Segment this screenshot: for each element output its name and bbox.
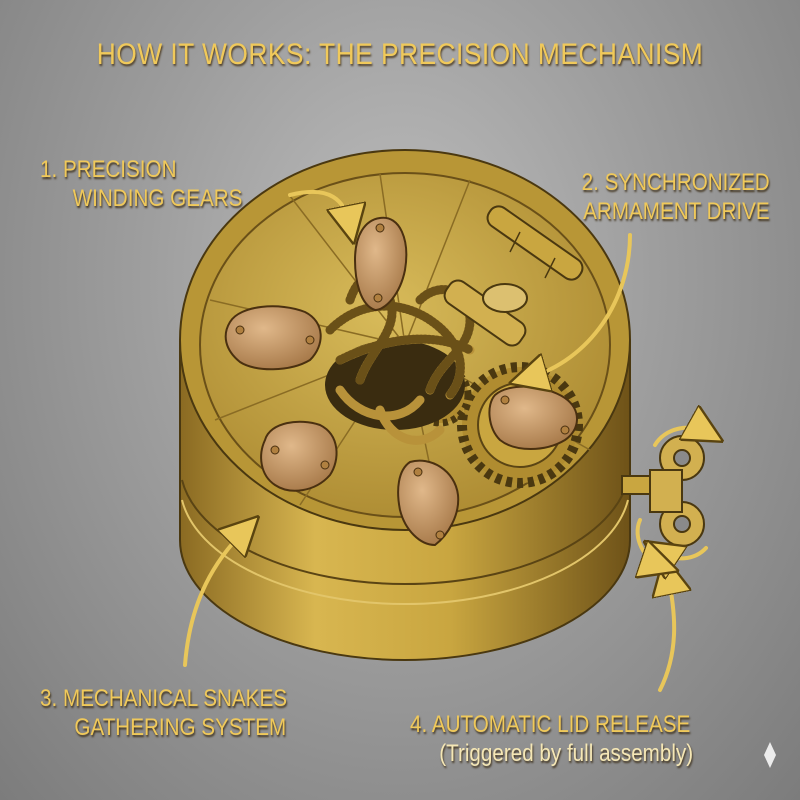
label-line: 1. PRECISION: [40, 156, 177, 183]
label-line: ARMAMENT DRIVE: [583, 198, 770, 225]
rotation-arrow-lower: [660, 548, 708, 558]
label-line: (Triggered by full assembly): [439, 740, 694, 767]
copper-plate-bottom: [397, 459, 460, 547]
label-line: 3. MECHANICAL SNAKES: [40, 685, 287, 712]
copper-plate-lower-left: [260, 420, 338, 492]
page-title: HOW IT WORKS: THE PRECISION MECHANISM: [96, 38, 704, 71]
label-synchronized-armament-drive: 2. SYNCHRONIZED ARMAMENT DRIVE: [582, 168, 770, 226]
label-mechanical-snakes: 3. MECHANICAL SNAKES GATHERING SYSTEM: [40, 684, 287, 742]
arrow-snakes: [183, 530, 245, 667]
rotation-arrow-left: [638, 518, 660, 565]
arrow-release: [660, 575, 674, 692]
label-line: GATHERING SYSTEM: [74, 714, 287, 741]
winding-key: [621, 435, 705, 547]
rotation-arrow-upper: [653, 428, 706, 447]
label-line: 4. AUTOMATIC LID RELEASE: [410, 711, 691, 738]
label-line: WINDING GEARS: [72, 185, 243, 212]
drive-bar: [443, 279, 528, 347]
label-line: 2. SYNCHRONIZED: [581, 169, 770, 196]
sparkle-icon: [764, 742, 776, 768]
label-automatic-lid-release: 4. AUTOMATIC LID RELEASE (Triggered by f…: [410, 710, 693, 768]
copper-plate-right: [488, 385, 578, 450]
lid-hinge: [486, 205, 584, 281]
arrow-drive: [528, 233, 632, 378]
arrow-gears: [288, 189, 350, 225]
label-precision-winding-gears: 1. PRECISION WINDING GEARS: [40, 155, 242, 213]
copper-plate-left: [224, 305, 322, 371]
